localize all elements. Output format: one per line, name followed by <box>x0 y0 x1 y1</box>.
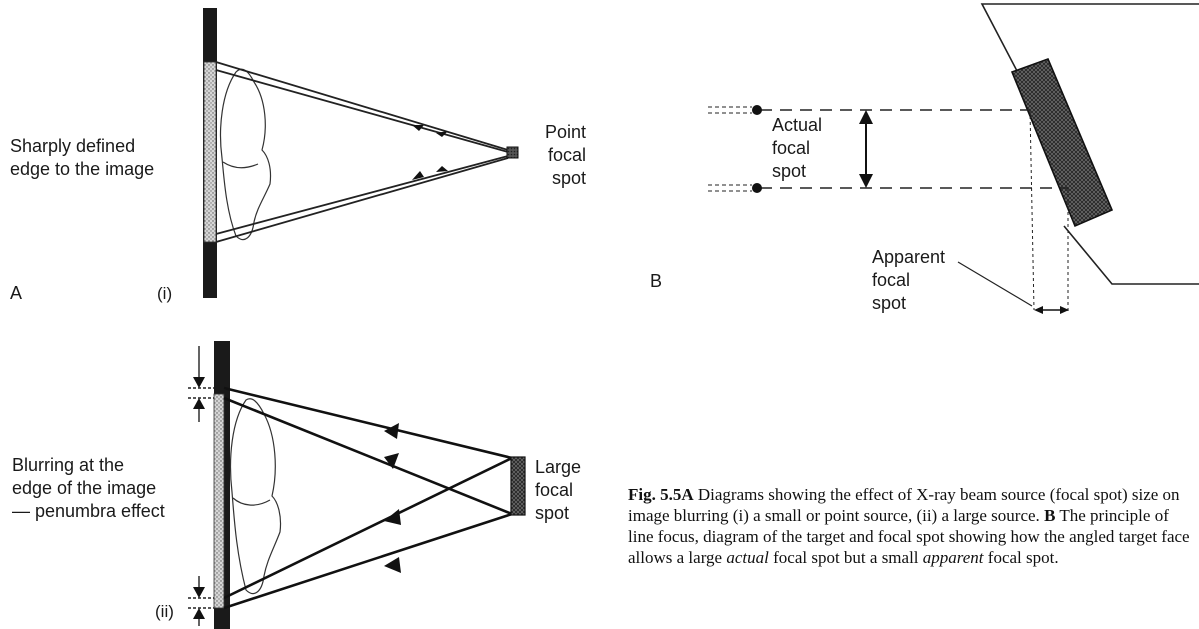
apparent-line-1: Apparent <box>872 247 946 267</box>
penumbra-arrowheads <box>193 377 205 619</box>
image-text-sharp: Sharply defined edge to the image <box>10 135 154 181</box>
point-line-1: Point <box>544 122 586 142</box>
apparent-focal-spot-label: Apparent focal spot <box>872 246 945 315</box>
caption-em-apparent: apparent <box>922 548 984 567</box>
beam-arrows-i <box>412 125 448 180</box>
point-line-3: spot <box>551 168 586 188</box>
projection-lines <box>708 106 1069 312</box>
sub-label-i: (i) <box>157 284 173 303</box>
image-strip-i <box>203 61 217 243</box>
sub-label-ii: (ii) <box>155 602 174 621</box>
caption-em-actual: actual <box>726 548 769 567</box>
panel-letter-a: A <box>10 283 23 303</box>
apparent-size-arrow <box>1034 306 1069 314</box>
beam-arrows-ii <box>384 423 401 573</box>
actual-line-3: spot <box>772 161 807 181</box>
apparent-line-3: spot <box>872 293 907 313</box>
panel-a-ii-diagram <box>188 341 526 629</box>
source-text-point: Point focal spot <box>530 121 586 190</box>
large-line-3: spot <box>535 503 570 523</box>
tooth-outline-i <box>219 68 272 241</box>
electron-dot-bottom <box>752 183 762 193</box>
caption-text-2: The principle of line focus, diagram of … <box>628 506 1190 567</box>
large-line-1: Large <box>535 457 582 477</box>
sharp-line-1: Sharply defined <box>10 136 136 156</box>
large-focal-spot <box>510 456 526 516</box>
blur-line-3: — penumbra effect <box>12 501 165 521</box>
image-text-blur: Blurring at the edge of the image — penu… <box>12 454 165 523</box>
actual-focal-spot-label: Actual focal spot <box>772 114 822 183</box>
point-line-2: focal <box>547 145 586 165</box>
anode-outline <box>980 3 1199 285</box>
panel-b-diagram <box>708 3 1199 314</box>
caption-text-4: focal spot. <box>983 548 1059 567</box>
caption-fig-label: Fig. 5.5A <box>628 485 694 504</box>
sharp-line-2: edge to the image <box>10 159 155 179</box>
actual-line-2: focal <box>772 138 811 158</box>
beam-lines-i <box>215 61 509 243</box>
tooth-outline-ii <box>229 398 282 595</box>
large-line-2: focal <box>535 480 574 500</box>
caption-b-label: B <box>1044 506 1056 525</box>
caption-text-3: focal spot but a small <box>768 548 923 567</box>
apparent-line-2: focal <box>872 270 911 290</box>
angled-target <box>1010 57 1114 228</box>
point-focal-spot <box>506 146 519 159</box>
actual-size-arrow <box>859 110 873 188</box>
figure-caption: Fig. 5.5A Diagrams showing the effect of… <box>628 484 1198 568</box>
panel-letter-b: B <box>650 271 663 291</box>
apparent-leader-line <box>957 261 1033 307</box>
source-text-large: Large focal spot <box>535 456 581 525</box>
blur-line-1: Blurring at the <box>12 455 125 475</box>
caption-text-1: Diagrams showing the effect of X-ray bea… <box>628 485 1180 525</box>
panel-a-i-diagram <box>203 8 519 298</box>
electron-dot-top <box>752 105 762 115</box>
actual-line-1: Actual <box>772 115 823 135</box>
penumbra-markers <box>188 346 214 626</box>
beam-lines-ii <box>223 386 513 610</box>
blur-line-2: edge of the image <box>12 478 157 498</box>
image-strip-ii <box>213 393 225 609</box>
